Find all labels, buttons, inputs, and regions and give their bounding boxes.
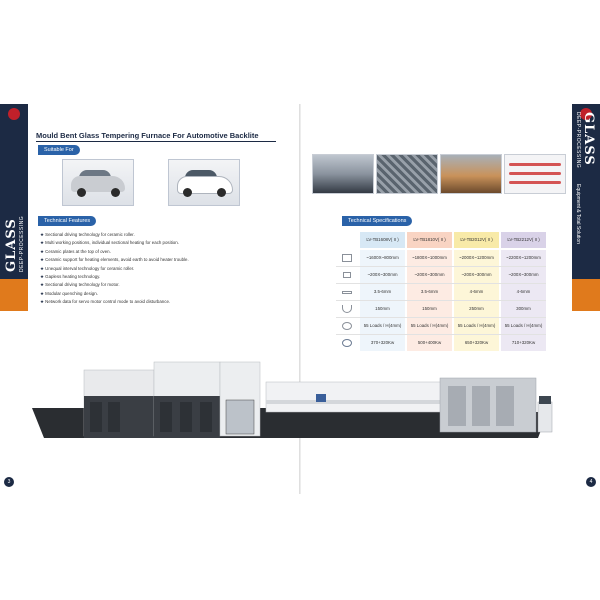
page-title: Mould Bent Glass Tempering Furnace For A… bbox=[36, 131, 259, 140]
spec-cell: ~200X~300mm bbox=[407, 267, 452, 283]
spec-cell: 4-6mm bbox=[501, 284, 546, 300]
company-logo-icon bbox=[580, 108, 592, 120]
brand-sub: DEEP-PROCESSING bbox=[19, 215, 25, 272]
wheel-icon bbox=[217, 188, 226, 197]
page-number-right: 4 bbox=[586, 477, 596, 487]
spec-cell: ~1800X~1000mm bbox=[407, 250, 452, 266]
feature-item: Gapless heating technology. bbox=[40, 273, 189, 281]
roller-bed-photo bbox=[376, 154, 438, 194]
car-window bbox=[79, 170, 111, 180]
spec-header-row: LV-TB1608V( II ) LV-TB1810V( II ) LV-TB2… bbox=[336, 232, 546, 248]
factory-floor-photo bbox=[440, 154, 502, 194]
spec-cell: ~2000X~1200mm bbox=[454, 250, 499, 266]
spec-cell: ~200X~300mm bbox=[454, 267, 499, 283]
spec-cell: 55 Loads / H(4mm) bbox=[407, 318, 452, 334]
spec-cell: 55 Loads / H(4mm) bbox=[454, 318, 499, 334]
model-header: LV-TB1608V( II ) bbox=[360, 232, 405, 248]
left-orange-strip bbox=[0, 279, 28, 311]
spec-cell: 150mm bbox=[407, 301, 452, 317]
right-orange-strip bbox=[572, 279, 600, 311]
title-divider bbox=[36, 141, 276, 142]
spec-cell: 500+400Kw bbox=[407, 335, 452, 351]
spec-cell: 300mm bbox=[501, 301, 546, 317]
spec-cell: 650+320Kw bbox=[454, 335, 499, 351]
car-window bbox=[185, 170, 217, 180]
feature-item: Unequal interval technology for ceramic … bbox=[40, 265, 189, 273]
feature-item: Modular quenching design. bbox=[40, 290, 189, 298]
section-technical-specifications: Technical Specifications bbox=[342, 216, 413, 226]
max-size-icon bbox=[336, 250, 358, 266]
tempering-furnace-illustration bbox=[32, 361, 553, 438]
spec-row-output: 55 Loads / H(4mm) 55 Loads / H(4mm) 55 L… bbox=[336, 318, 546, 335]
suv-body bbox=[71, 176, 125, 192]
brochure-spread: GLASS DEEP-PROCESSING Mould Bent Glass T… bbox=[0, 104, 600, 494]
spec-cell: ~200X~300mm bbox=[501, 267, 546, 283]
spec-cell: 3.5-6mm bbox=[407, 284, 452, 300]
section-suitable-for: Suitable For bbox=[38, 145, 80, 155]
heater-row bbox=[509, 172, 561, 175]
page-number-left: 3 bbox=[4, 477, 14, 487]
brand-name: GLASS bbox=[4, 218, 19, 272]
spec-cell: 55 Loads / H(4mm) bbox=[360, 318, 405, 334]
right-page: GLASS DEEP-PROCESSING Equipment & Total … bbox=[300, 104, 600, 494]
ev-car-photo bbox=[168, 159, 240, 206]
spec-cell: 4-6mm bbox=[454, 284, 499, 300]
heater-row bbox=[509, 181, 561, 184]
feature-item: Ceramic plates at the top of oven. bbox=[40, 248, 189, 256]
wheel-icon bbox=[183, 188, 192, 197]
book-spine bbox=[299, 104, 301, 494]
wheel-icon bbox=[77, 188, 86, 197]
output-icon bbox=[336, 318, 358, 334]
brand-tagline: Equipment & Total Solution bbox=[575, 184, 581, 244]
spec-cell: 150mm bbox=[360, 301, 405, 317]
feature-item: Sectional driving technology for ceramic… bbox=[40, 231, 189, 239]
furnace-line-photo bbox=[312, 154, 374, 194]
spec-row-max-size: ~1600X~800mm ~1800X~1000mm ~2000X~1200mm… bbox=[336, 250, 546, 267]
wheel-icon bbox=[111, 188, 120, 197]
spec-cell: 55 Loads / H(4mm) bbox=[501, 318, 546, 334]
right-brand-band: GLASS DEEP-PROCESSING Equipment & Total … bbox=[572, 104, 600, 311]
spec-cell: 250mm bbox=[454, 301, 499, 317]
spec-cell: ~200X~300mm bbox=[360, 267, 405, 283]
spec-cell: 370+320Kw bbox=[360, 335, 405, 351]
spec-cell: 710+320Kw bbox=[501, 335, 546, 351]
left-brand-band: GLASS DEEP-PROCESSING bbox=[0, 104, 28, 311]
spec-cell: ~1600X~800mm bbox=[360, 250, 405, 266]
brand-sub: DEEP-PROCESSING bbox=[575, 112, 581, 169]
model-header: LV-TB1810V( II ) bbox=[407, 232, 452, 248]
spec-row-thickness: 3.5-6mm 3.5-6mm 4-6mm 4-6mm bbox=[336, 284, 546, 301]
heater-row bbox=[509, 163, 561, 166]
spec-cell: ~2200X~1200mm bbox=[501, 250, 546, 266]
feature-item: Ceramic support for heating elements, av… bbox=[40, 256, 189, 264]
power-icon bbox=[336, 335, 358, 351]
heating-elements-photo bbox=[504, 154, 566, 194]
spec-cell: 3.5-6mm bbox=[360, 284, 405, 300]
brand-name: GLASS bbox=[581, 112, 596, 166]
spec-row-power: 370+320Kw 500+400Kw 650+320Kw 710+320Kw bbox=[336, 335, 546, 351]
model-header: LV-TB2212V( II ) bbox=[501, 232, 546, 248]
company-logo-icon bbox=[8, 108, 20, 120]
section-technical-features: Technical Features bbox=[38, 216, 97, 226]
feature-item: Sectional driving technology for motor. bbox=[40, 281, 189, 289]
features-list: Sectional driving technology for ceramic… bbox=[40, 231, 189, 307]
suv-photo bbox=[62, 159, 134, 206]
thickness-icon bbox=[336, 284, 358, 300]
spec-row-bending-depth: 150mm 150mm 250mm 300mm bbox=[336, 301, 546, 318]
spec-row-min-size: ~200X~300mm ~200X~300mm ~200X~300mm ~200… bbox=[336, 267, 546, 284]
min-size-icon bbox=[336, 267, 358, 283]
feature-item: Multi working positions, individual sect… bbox=[40, 239, 189, 247]
bending-depth-icon bbox=[336, 301, 358, 317]
left-page: GLASS DEEP-PROCESSING Mould Bent Glass T… bbox=[0, 104, 300, 494]
model-header: LV-TB2012V( II ) bbox=[454, 232, 499, 248]
feature-item: Network data for servo motor control mod… bbox=[40, 298, 189, 306]
